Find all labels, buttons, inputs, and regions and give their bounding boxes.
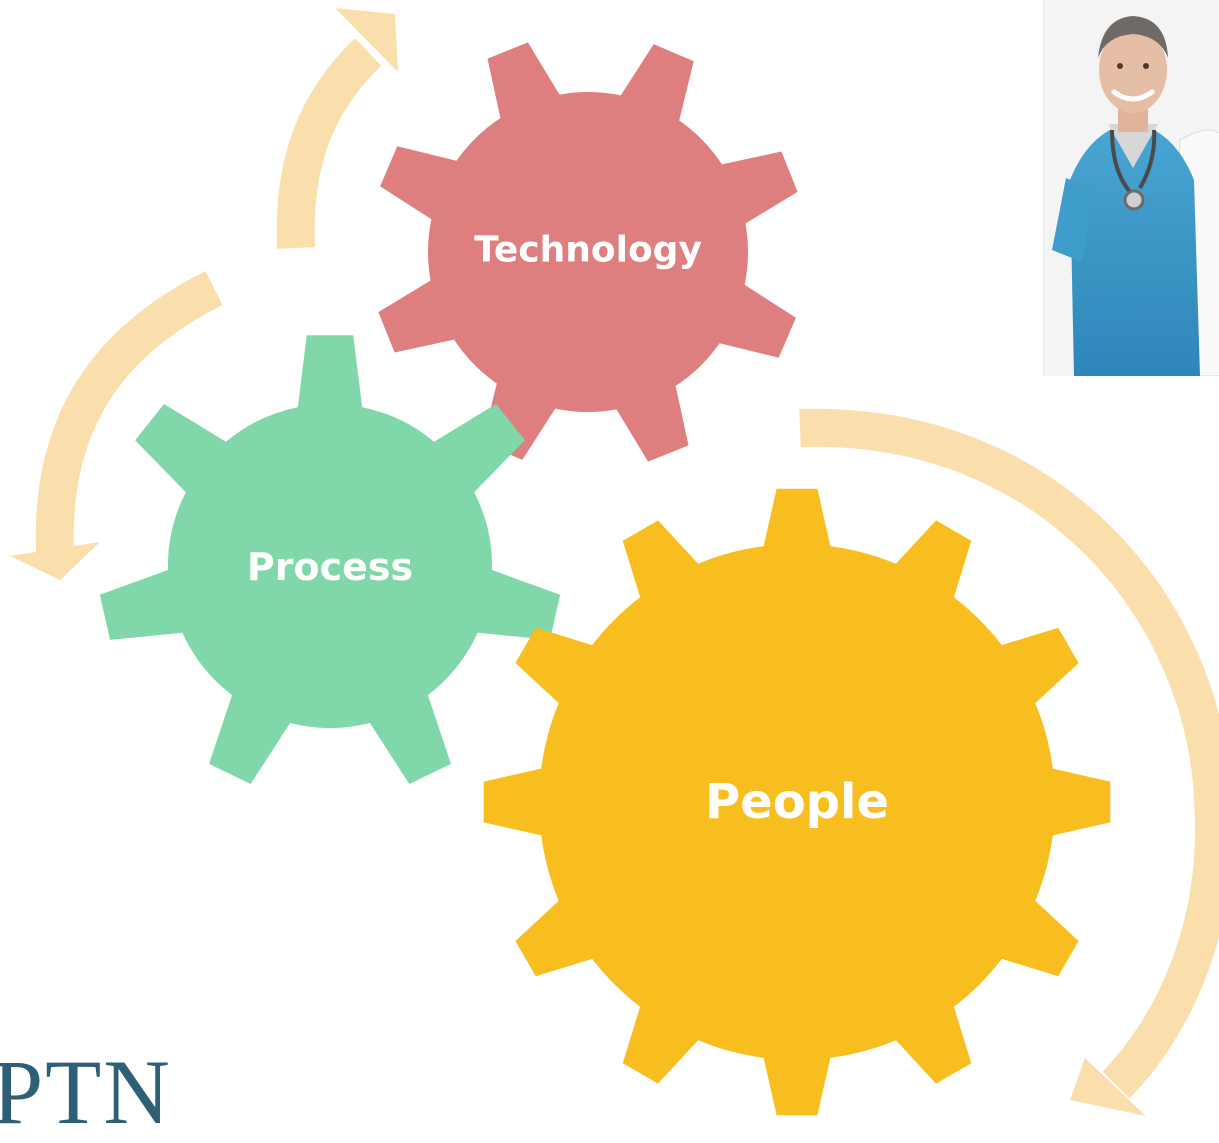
arrow-around-people <box>799 408 1219 1116</box>
doctor-photo <box>1043 0 1219 376</box>
technology-gear: Technology <box>378 42 798 462</box>
technology-gear-shape <box>378 42 798 462</box>
arrow-to-technology <box>276 8 398 249</box>
process-gear-label: Process <box>247 545 413 589</box>
people-gear-label: People <box>705 774 889 830</box>
people-gear: People <box>483 488 1111 1116</box>
people-gear-shape <box>483 488 1111 1116</box>
technology-gear-label: Technology <box>474 230 702 271</box>
arrow-to-process <box>10 271 223 580</box>
process-gear: Process <box>99 335 561 784</box>
ptn-logo: PTN <box>0 1041 172 1143</box>
cycle-arrows <box>10 8 1219 1116</box>
process-gear-shape <box>99 335 561 784</box>
